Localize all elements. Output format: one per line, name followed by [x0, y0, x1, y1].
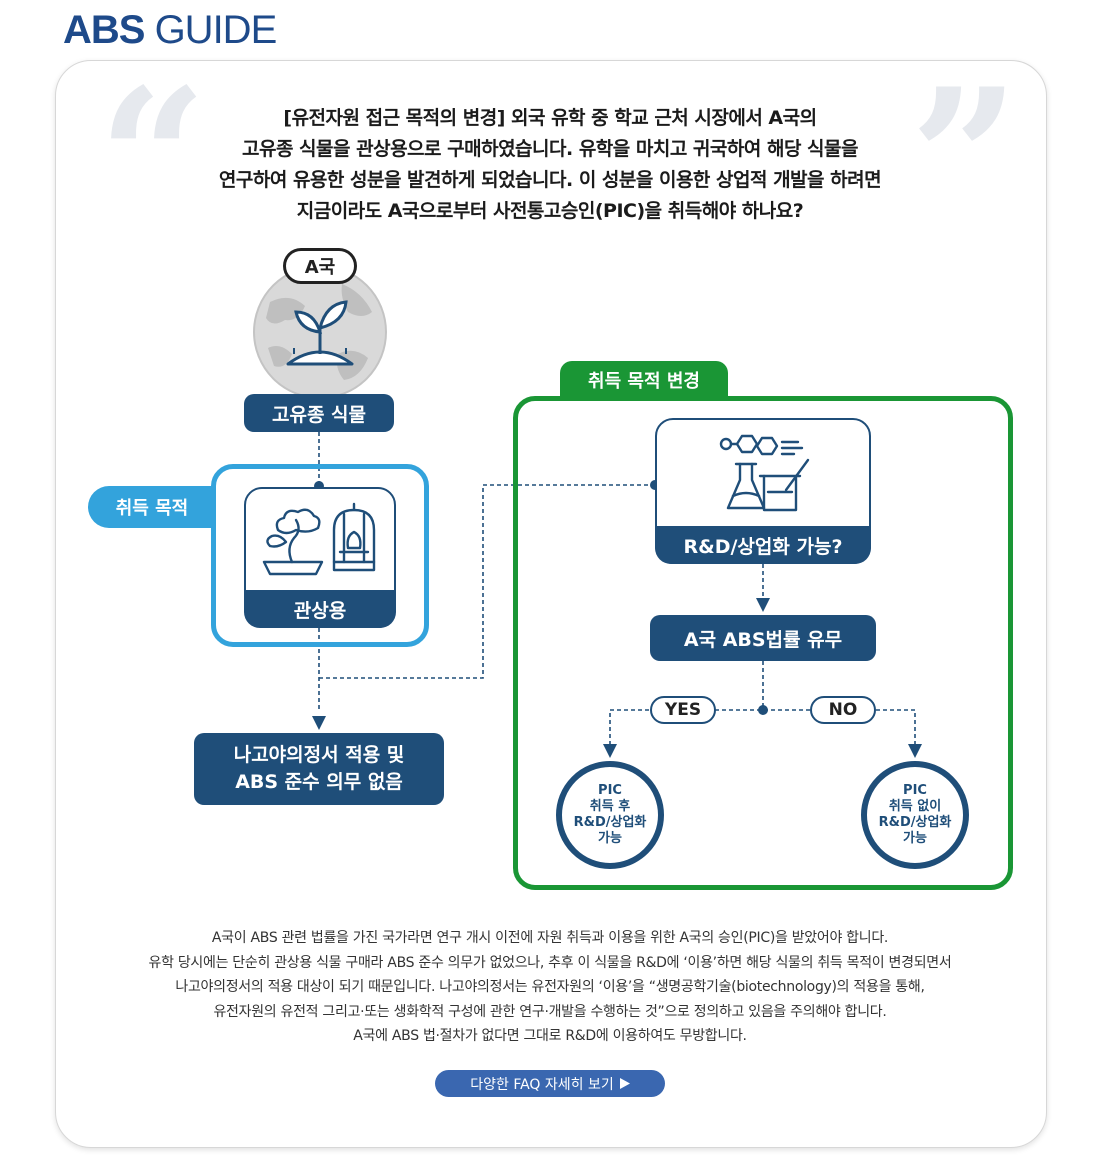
question-line: [유전자원 접근 목적의 변경] 외국 유학 중 학교 근처 시장에서 A국의: [283, 107, 817, 129]
no-result-line: 가능: [903, 831, 927, 846]
lab-flask-icon: [719, 434, 810, 512]
change-label: 취득 목적 변경: [560, 361, 728, 399]
yes-result-line: PIC: [598, 783, 622, 798]
rnd-question-box: R&D/상업화 가능?: [655, 526, 871, 564]
explanation-line: A국이 ABS 관련 법률을 가진 국가라면 연구 개시 이전에 자원 취득과 …: [211, 930, 889, 946]
open-quote-icon: “: [98, 47, 208, 270]
no-result-line: 취득 없이: [888, 799, 942, 814]
bonsai-birdcage-icon: [262, 502, 376, 576]
native-plant-box: 고유종 식물: [244, 394, 394, 432]
no-result-line: R&D/상업화: [878, 815, 952, 830]
change-frame: [513, 396, 1013, 890]
explanation-line: 유학 당시에는 단순히 관상용 식물 구매라 ABS 준수 의무가 없었으나, …: [148, 954, 952, 971]
title-bold: ABS: [63, 8, 145, 52]
ornamental-box: 관상용: [244, 590, 396, 628]
country-badge: A국: [283, 248, 357, 284]
title-light: GUIDE: [144, 8, 278, 52]
explanation-text: A국이 ABS 관련 법률을 가진 국가라면 연구 개시 이전에 자원 취득과 …: [80, 926, 1020, 1049]
faq-more-button[interactable]: 다양한 FAQ 자세히 보기: [435, 1070, 665, 1097]
play-triangle-icon: [619, 1078, 630, 1089]
question-text: [유전자원 접근 목적의 변경] 외국 유학 중 학교 근처 시장에서 A국의 …: [140, 103, 960, 227]
no-result-line: PIC: [903, 783, 927, 798]
purpose-label: 취득 목적: [88, 486, 216, 528]
result-left-line: ABS 준수 의무 없음: [235, 771, 403, 793]
explanation-line: 유전자원의 유전적 그리고·또는 생화학적 구성에 관한 연구·개발을 수행하는…: [213, 1003, 887, 1020]
result-left-box: 나고야의정서 적용 및 ABS 준수 의무 없음: [194, 733, 444, 805]
explanation-line: A국에 ABS 법·절차가 없다면 그대로 R&D에 이용하여도 무방합니다.: [353, 1028, 747, 1044]
yes-result-line: 취득 후: [589, 799, 631, 814]
page-title: ABS GUIDE: [63, 8, 278, 53]
result-left-line: 나고야의정서 적용 및: [233, 744, 405, 766]
question-line: 지금이라도 A국으로부터 사전통고승인(PIC)을 취득해야 하나요?: [296, 200, 804, 222]
no-badge: NO: [810, 696, 876, 724]
yes-result-circle: PIC 취득 후 R&D/상업화 가능: [556, 761, 664, 869]
question-line: 고유종 식물을 관상용으로 구매하였습니다. 유학을 마치고 귀국하여 해당 식…: [242, 138, 858, 160]
yes-badge: YES: [650, 696, 716, 724]
no-result-circle: PIC 취득 없이 R&D/상업화 가능: [861, 761, 969, 869]
explanation-line: 나고야의정서의 적용 대상이 되기 때문입니다. 나고야의정서는 유전자원의 ‘…: [175, 979, 925, 995]
yes-result-line: 가능: [598, 831, 622, 846]
purpose-frame: [211, 464, 429, 647]
close-quote-icon: ”: [910, 47, 1020, 270]
question-line: 연구하여 유용한 성분을 발견하게 되었습니다. 이 성분을 이용한 상업적 개…: [218, 169, 882, 191]
abs-law-box: A국 ABS법률 유무: [650, 615, 876, 661]
yes-result-line: R&D/상업화: [573, 815, 647, 830]
faq-more-label: 다양한 FAQ 자세히 보기: [470, 1076, 614, 1093]
faq-card: [55, 60, 1047, 1148]
